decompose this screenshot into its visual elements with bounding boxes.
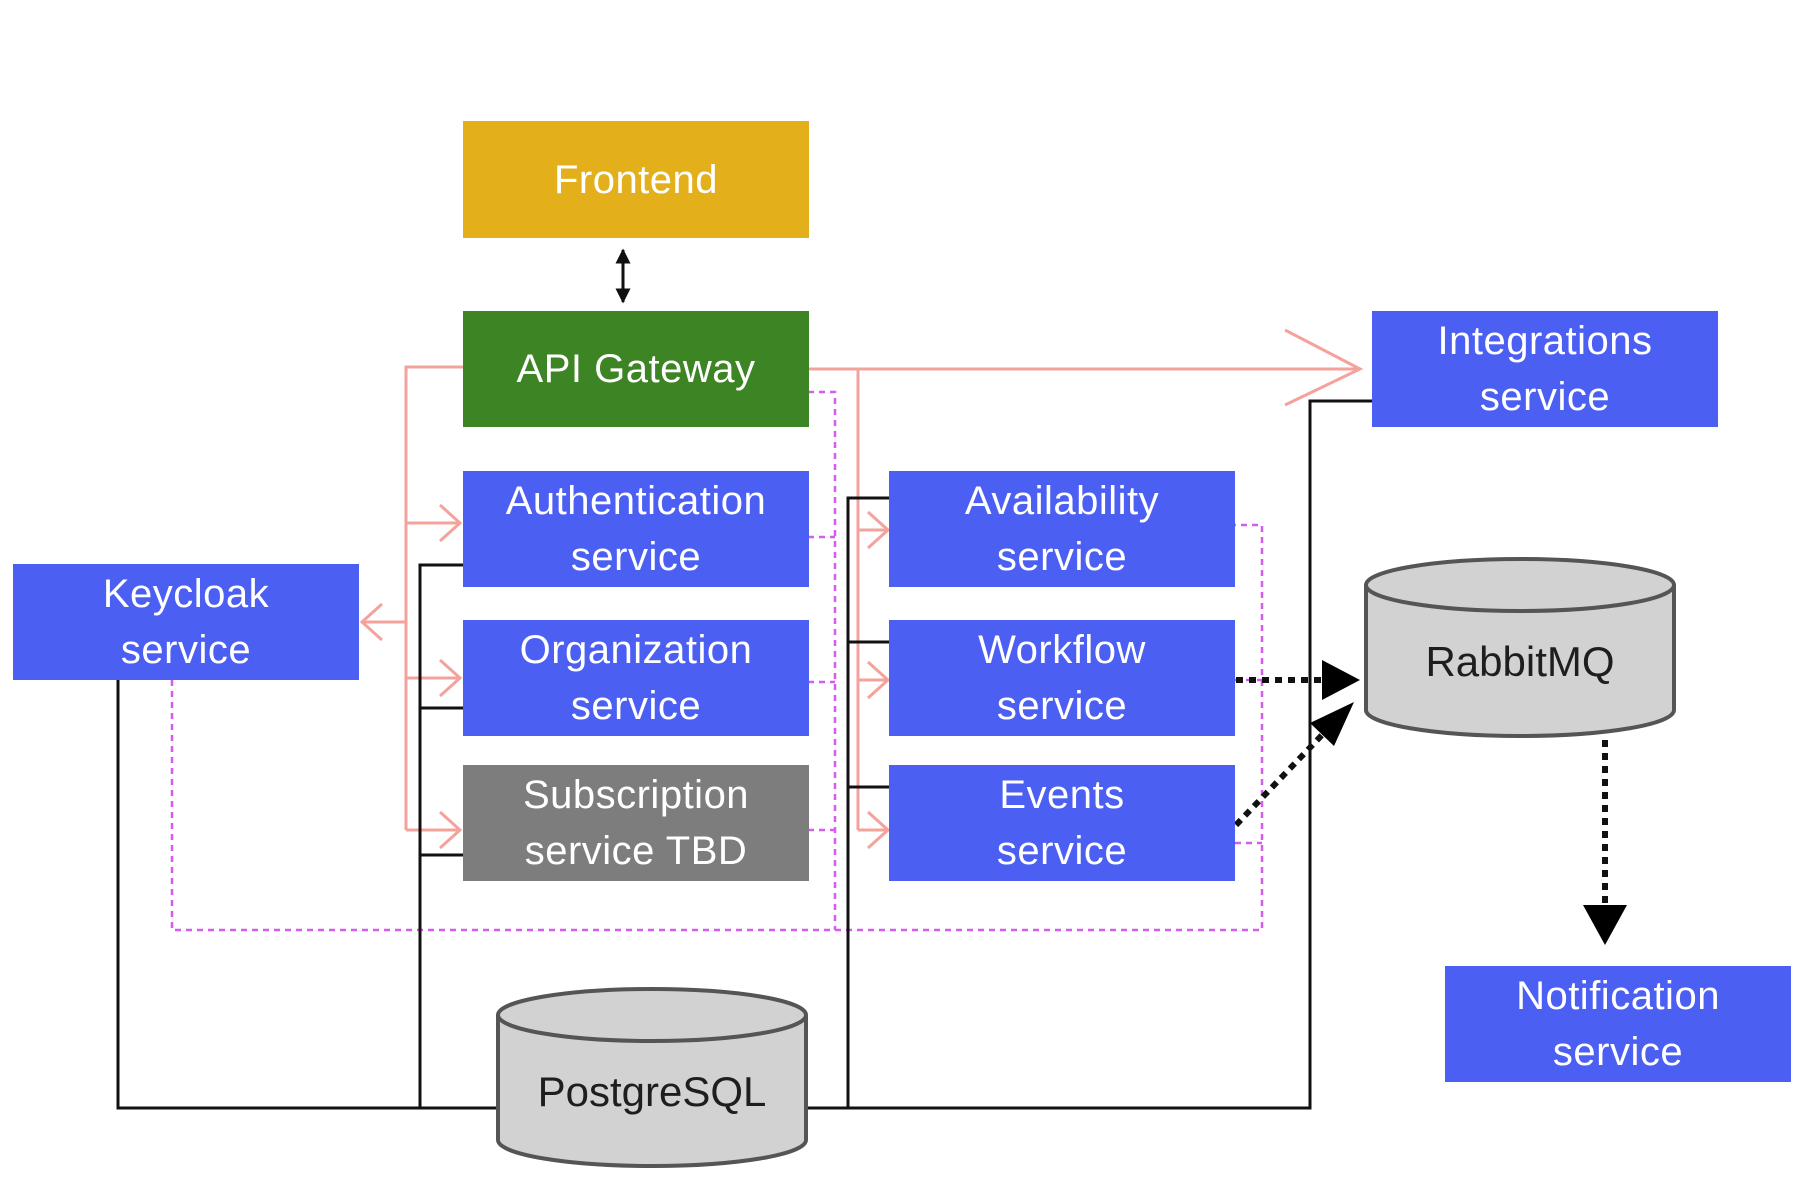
organization-service-node: Organization service bbox=[463, 620, 809, 736]
subscription-service-node: Subscription service TBD bbox=[463, 765, 809, 881]
queue-arrowheads bbox=[1310, 660, 1627, 945]
auth-connectors bbox=[170, 390, 1264, 932]
organization-label-line1: Organization bbox=[519, 628, 753, 672]
api-gateway-label: API Gateway bbox=[516, 347, 756, 391]
authentication-service-node: Authentication service bbox=[463, 471, 809, 587]
frontend-node: Frontend bbox=[463, 121, 809, 238]
api-gateway-node: API Gateway bbox=[463, 311, 809, 427]
http-routing-connectors bbox=[359, 328, 1364, 850]
queue-connectors bbox=[1233, 677, 1608, 905]
organization-label-line2: service bbox=[570, 684, 702, 728]
notification-label-line2: service bbox=[1552, 1030, 1684, 1074]
postgresql-label: PostgreSQL bbox=[537, 1068, 767, 1115]
integrations-service-node: Integrations service bbox=[1372, 311, 1718, 427]
availability-label-line1: Availability bbox=[964, 479, 1160, 523]
workflow-label-line1: Workflow bbox=[978, 628, 1146, 672]
availability-label-line2: service bbox=[996, 535, 1128, 579]
subscription-label-line1: Subscription bbox=[522, 773, 750, 817]
notification-label-line1: Notification bbox=[1516, 974, 1720, 1018]
workflow-label-line2: service bbox=[996, 684, 1128, 728]
integrations-label-line1: Integrations bbox=[1437, 319, 1653, 363]
keycloak-service-node: Keycloak service bbox=[13, 564, 359, 680]
events-label-line2: service bbox=[996, 829, 1128, 873]
postgresql-database bbox=[496, 987, 808, 1168]
workflow-service-node: Workflow service bbox=[889, 620, 1235, 736]
events-label-line1: Events bbox=[999, 773, 1125, 817]
keycloak-label-line1: Keycloak bbox=[102, 572, 270, 616]
subscription-label-line2: service TBD bbox=[524, 829, 748, 873]
database-connectors bbox=[116, 399, 1372, 1110]
integrations-label-line2: service bbox=[1479, 375, 1611, 419]
keycloak-label-line2: service bbox=[120, 628, 252, 672]
authentication-label-line1: Authentication bbox=[505, 479, 767, 523]
authentication-label-line2: service bbox=[570, 535, 702, 579]
availability-service-node: Availability service bbox=[889, 471, 1235, 587]
frontend-label: Frontend bbox=[553, 157, 719, 202]
events-service-node: Events service bbox=[889, 765, 1235, 881]
rabbitmq-database bbox=[1364, 557, 1676, 738]
notification-service-node: Notification service bbox=[1445, 966, 1791, 1082]
rabbitmq-label: RabbitMQ bbox=[1425, 638, 1615, 685]
